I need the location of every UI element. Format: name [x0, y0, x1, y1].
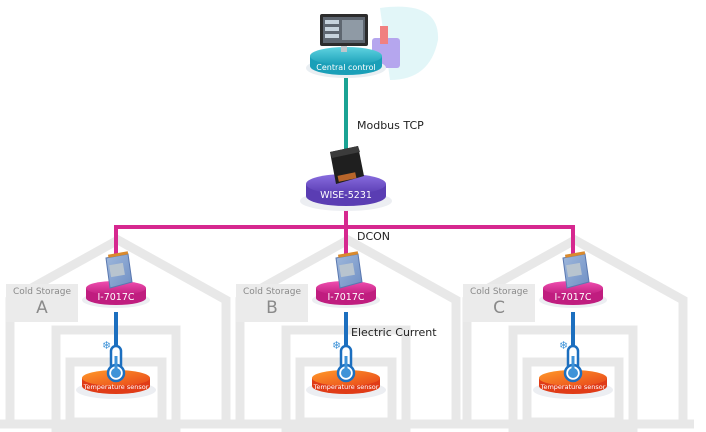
sensor-label-c: Temperature sensor — [540, 383, 606, 391]
storage-title: Cold Storage — [469, 287, 529, 297]
electric-current-label: Electric Current — [351, 326, 437, 339]
storage-letter: B — [266, 298, 278, 318]
storage-tag-a: Cold Storage A — [6, 284, 78, 322]
snowflake-icon: ❄ — [559, 340, 568, 352]
central-control-node — [306, 6, 439, 81]
gateway-label: WISE-5231 — [320, 190, 372, 201]
snowflake-icon: ❄ — [102, 340, 111, 352]
module-label-b: I-7017C — [327, 292, 364, 303]
sensor-label-b: Temperature sensor — [313, 383, 379, 391]
dcon-label: DCON — [357, 230, 391, 243]
module-nodes — [82, 251, 607, 308]
dcon-bus — [114, 205, 575, 262]
sensor-label-a: Temperature sensor — [83, 383, 149, 391]
sensor-nodes: ❄ ❄ ❄ — [76, 340, 613, 399]
snowflake-icon: ❄ — [332, 340, 341, 352]
storage-letter: C — [493, 298, 505, 318]
storage-tag-b: Cold Storage B — [236, 284, 308, 322]
storage-tag-c: Cold Storage C — [463, 284, 535, 322]
storage-letter: A — [36, 298, 48, 318]
central-control-label: Central control — [316, 63, 375, 72]
module-label-c: I-7017C — [554, 292, 591, 303]
modbus-tcp-label: Modbus TCP — [357, 119, 424, 132]
storage-title: Cold Storage — [242, 287, 302, 297]
storage-title: Cold Storage — [12, 287, 72, 297]
module-label-a: I-7017C — [97, 292, 134, 303]
wise-5231-node — [300, 146, 392, 211]
